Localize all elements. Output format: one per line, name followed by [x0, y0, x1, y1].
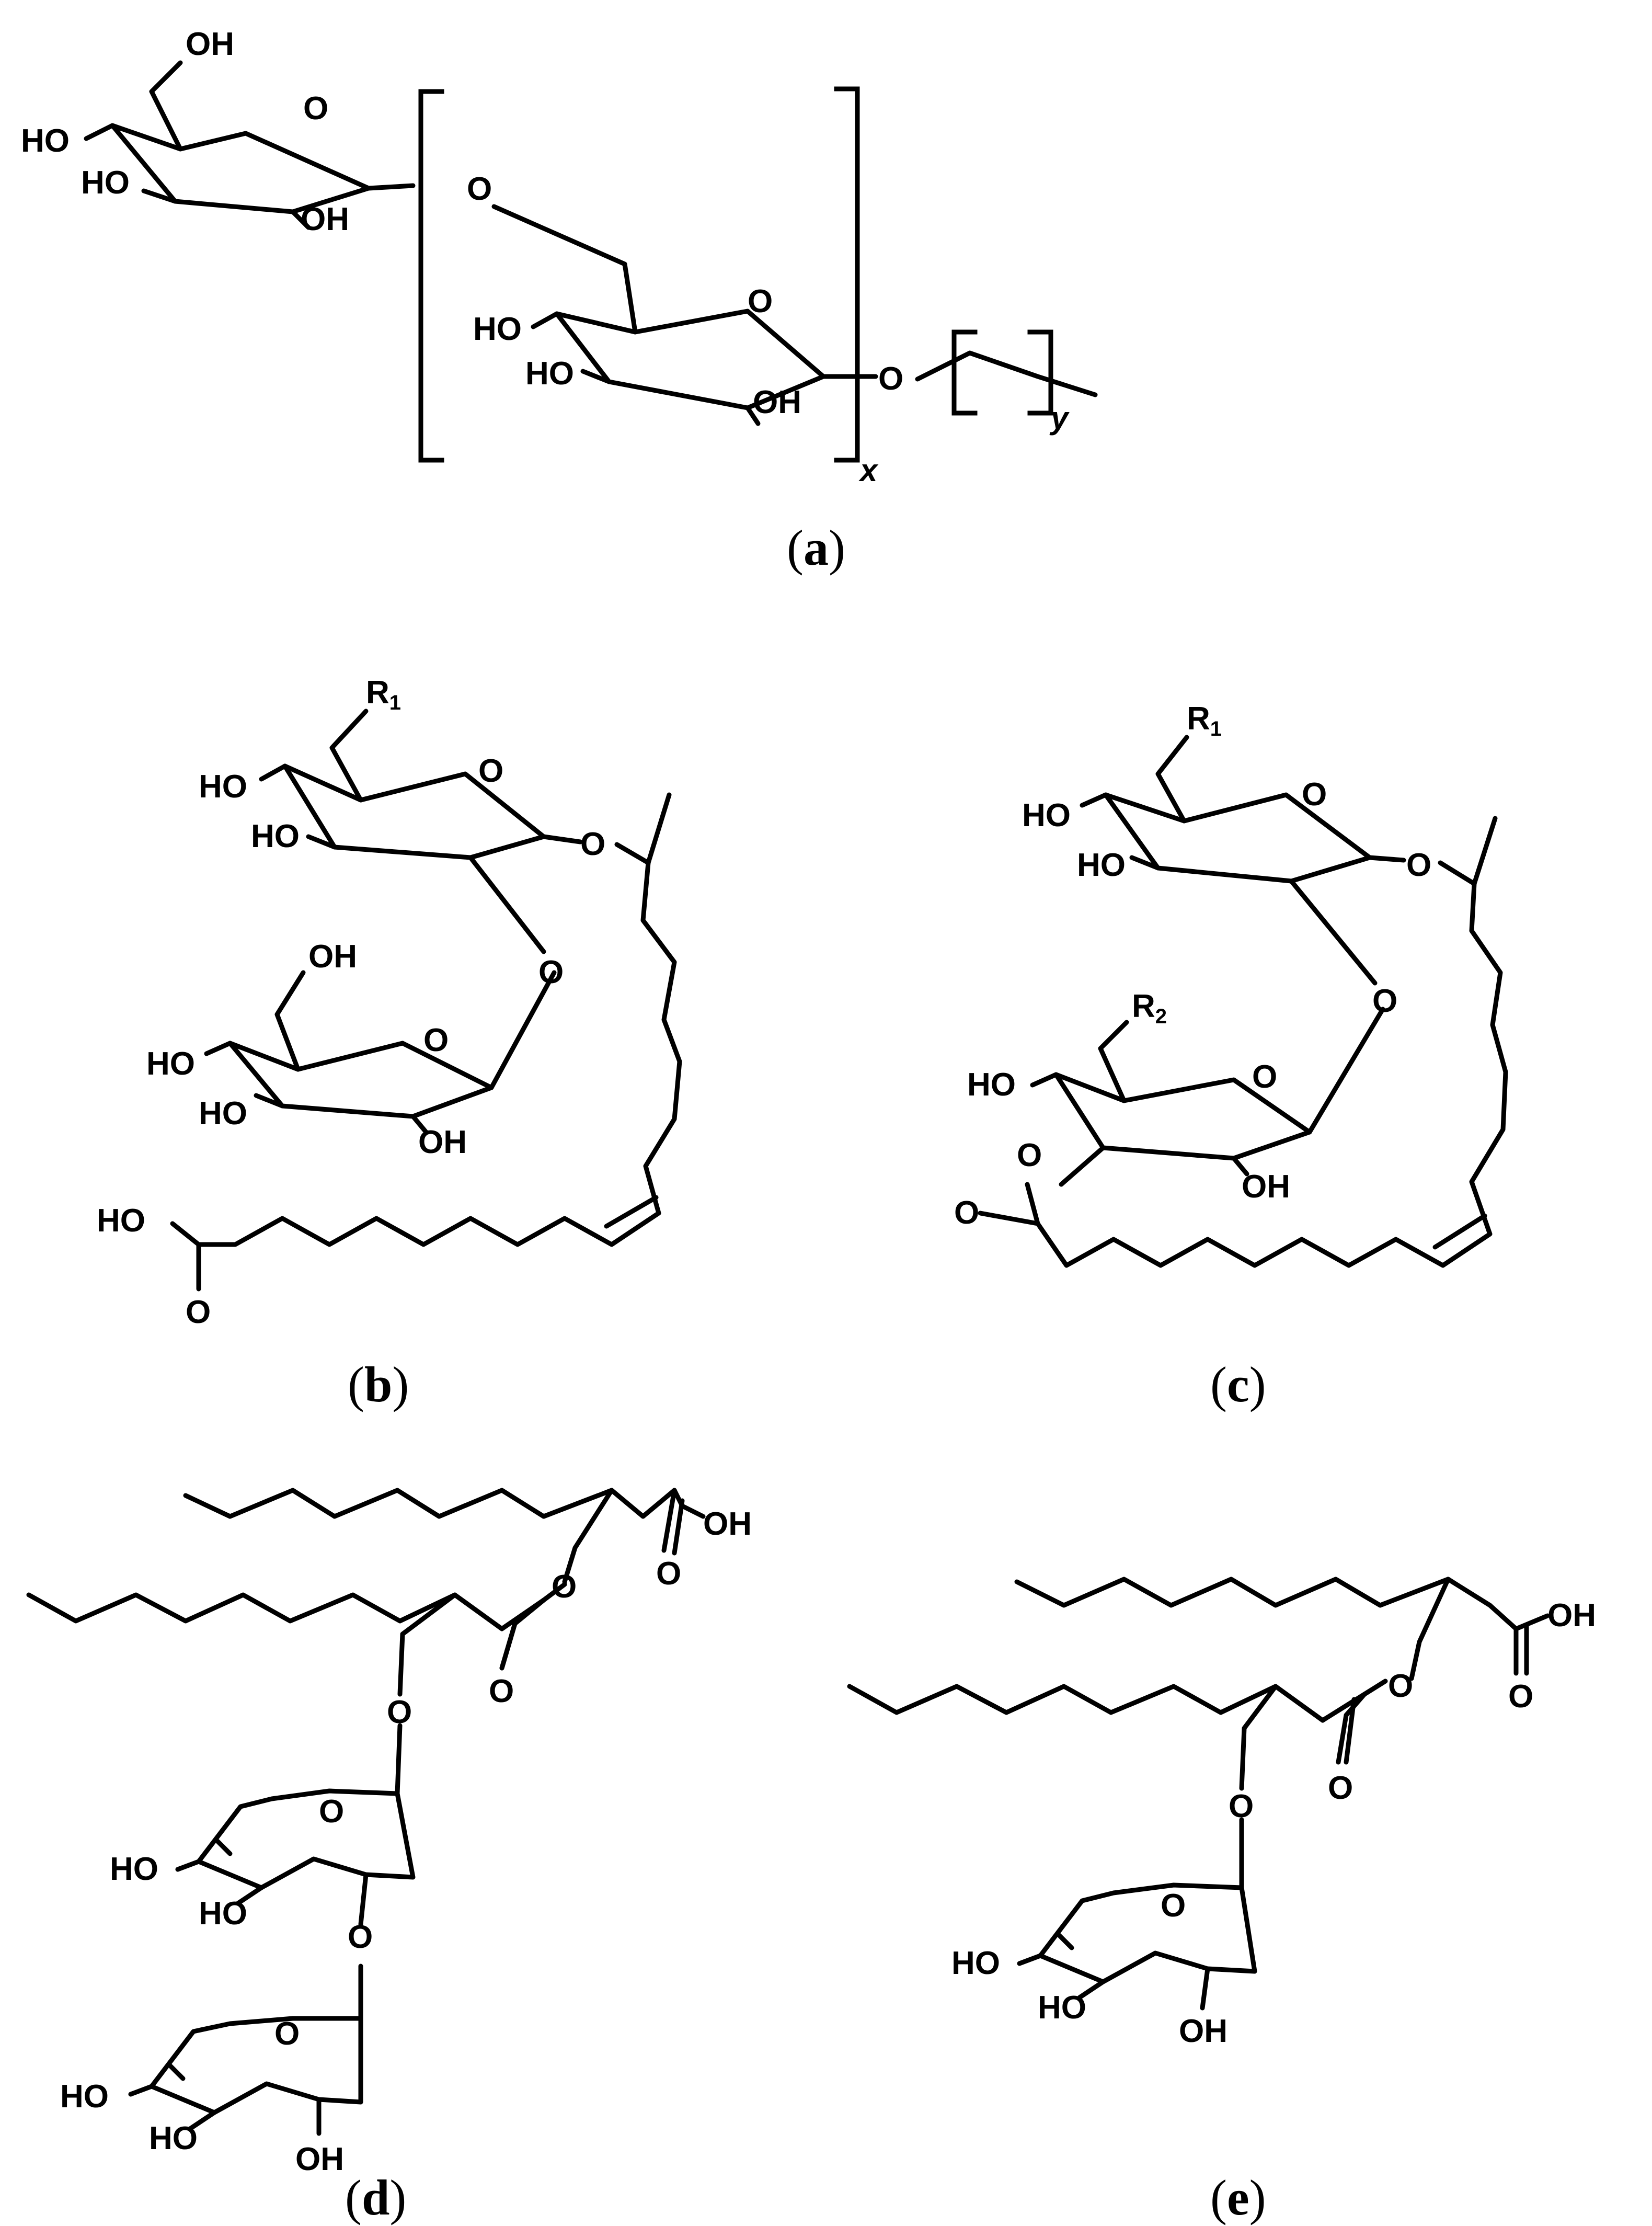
glycosidic-oxygen-label: O [387, 1694, 412, 1730]
ring-oxygen-label: O [478, 753, 503, 789]
r1-label: R1 [1187, 701, 1222, 740]
oh-label: OH [295, 2141, 344, 2177]
ho-label: HO [251, 818, 300, 854]
ho-label: HO [21, 123, 70, 159]
ring-oxygen-label: O [1302, 777, 1327, 813]
ester-oxygen-label: O [552, 1569, 577, 1605]
ho-label: HO [525, 356, 574, 392]
ring-oxygen-label: O [748, 283, 773, 319]
glycosidic-oxygen-label: O [580, 826, 605, 862]
oh-label: OH [301, 201, 349, 237]
ring-oxygen-label: O [1252, 1059, 1277, 1095]
oh-label: OH [1547, 1597, 1596, 1634]
carbonyl-oxygen-label: O [186, 1294, 211, 1330]
glycosidic-oxygen-label: O [1229, 1788, 1254, 1824]
structure-c: R1 O HO HO O O R2 O HO O OH O (c) [954, 701, 1508, 1412]
caption-b: (b) [348, 1356, 409, 1412]
caption-d: (d) [345, 2170, 406, 2225]
linkage-oxygen-label: O [1372, 983, 1397, 1019]
oh-label: OH [703, 1506, 752, 1542]
carbonyl-oxygen-label: O [1508, 1679, 1533, 1715]
structure-b: R1 O HO HO O O OH O HO HO OH HO O (b) [97, 675, 682, 1412]
repeat-index-x: x [858, 453, 879, 488]
ho-label: HO [199, 1095, 247, 1132]
ho-label: HO [81, 165, 130, 201]
caption-a: (a) [787, 520, 845, 576]
ho-label: HO [1038, 1990, 1086, 2026]
ring-oxygen-label: O [274, 2016, 300, 2052]
structure-e: OH O O O O O HO HO OH (e) [847, 1577, 1596, 2225]
oh-label: OH [186, 26, 234, 62]
linkage-oxygen-label: O [538, 954, 564, 990]
repeat-index-y: y [1049, 401, 1070, 436]
r2-label: R2 [1132, 988, 1167, 1028]
ether-oxygen-label: O [467, 171, 492, 207]
carbonyl-oxygen-label: O [656, 1556, 681, 1592]
structure-d: OH O O O O O HO HO O O HO HO OH (d) [26, 1488, 752, 2225]
ho-label: HO [1022, 797, 1071, 834]
ho-label: HO [951, 1945, 1000, 1981]
carbonyl-oxygen-label: O [1328, 1770, 1353, 1806]
glycosidic-oxygen-label: O [1406, 847, 1431, 883]
caption-e: (e) [1210, 2170, 1266, 2225]
linkage-oxygen-label: O [348, 1919, 373, 1955]
ho-label: HO [1077, 847, 1126, 883]
oh-label: OH [753, 384, 801, 420]
ho-label: HO [60, 2079, 109, 2115]
ho-label: HO [146, 1046, 195, 1082]
ho-label: HO [199, 769, 247, 805]
ho-label: HO [199, 1896, 247, 1932]
ester-oxygen-label: O [1017, 1137, 1042, 1173]
ring-oxygen-label: O [1161, 1888, 1186, 1924]
ho-label: HO [473, 311, 522, 347]
structure-a: OH HO HO OH O O O HO HO OH O x y (a) [21, 26, 1098, 576]
ring-oxygen-label: O [423, 1022, 449, 1058]
ring-oxygen-label: O [303, 90, 328, 127]
oh-label: OH [418, 1124, 467, 1160]
oh-label: OH [1179, 2013, 1227, 2049]
ho-label: HO [97, 1203, 145, 1239]
ho-label: HO [967, 1067, 1016, 1103]
oh-label: OH [1242, 1169, 1290, 1205]
oh-label: OH [308, 939, 357, 975]
ether-oxygen-label: O [878, 361, 903, 397]
ho-label: HO [110, 1851, 158, 1887]
caption-c: (c) [1210, 1356, 1266, 1412]
ring-oxygen-label: O [319, 1794, 344, 1830]
carbonyl-oxygen-label: O [954, 1195, 979, 1231]
carbonyl-oxygen-label: O [489, 1673, 514, 1709]
ester-oxygen-label: O [1388, 1668, 1413, 1704]
r1-label: R1 [366, 675, 401, 714]
ho-label: HO [149, 2120, 198, 2156]
